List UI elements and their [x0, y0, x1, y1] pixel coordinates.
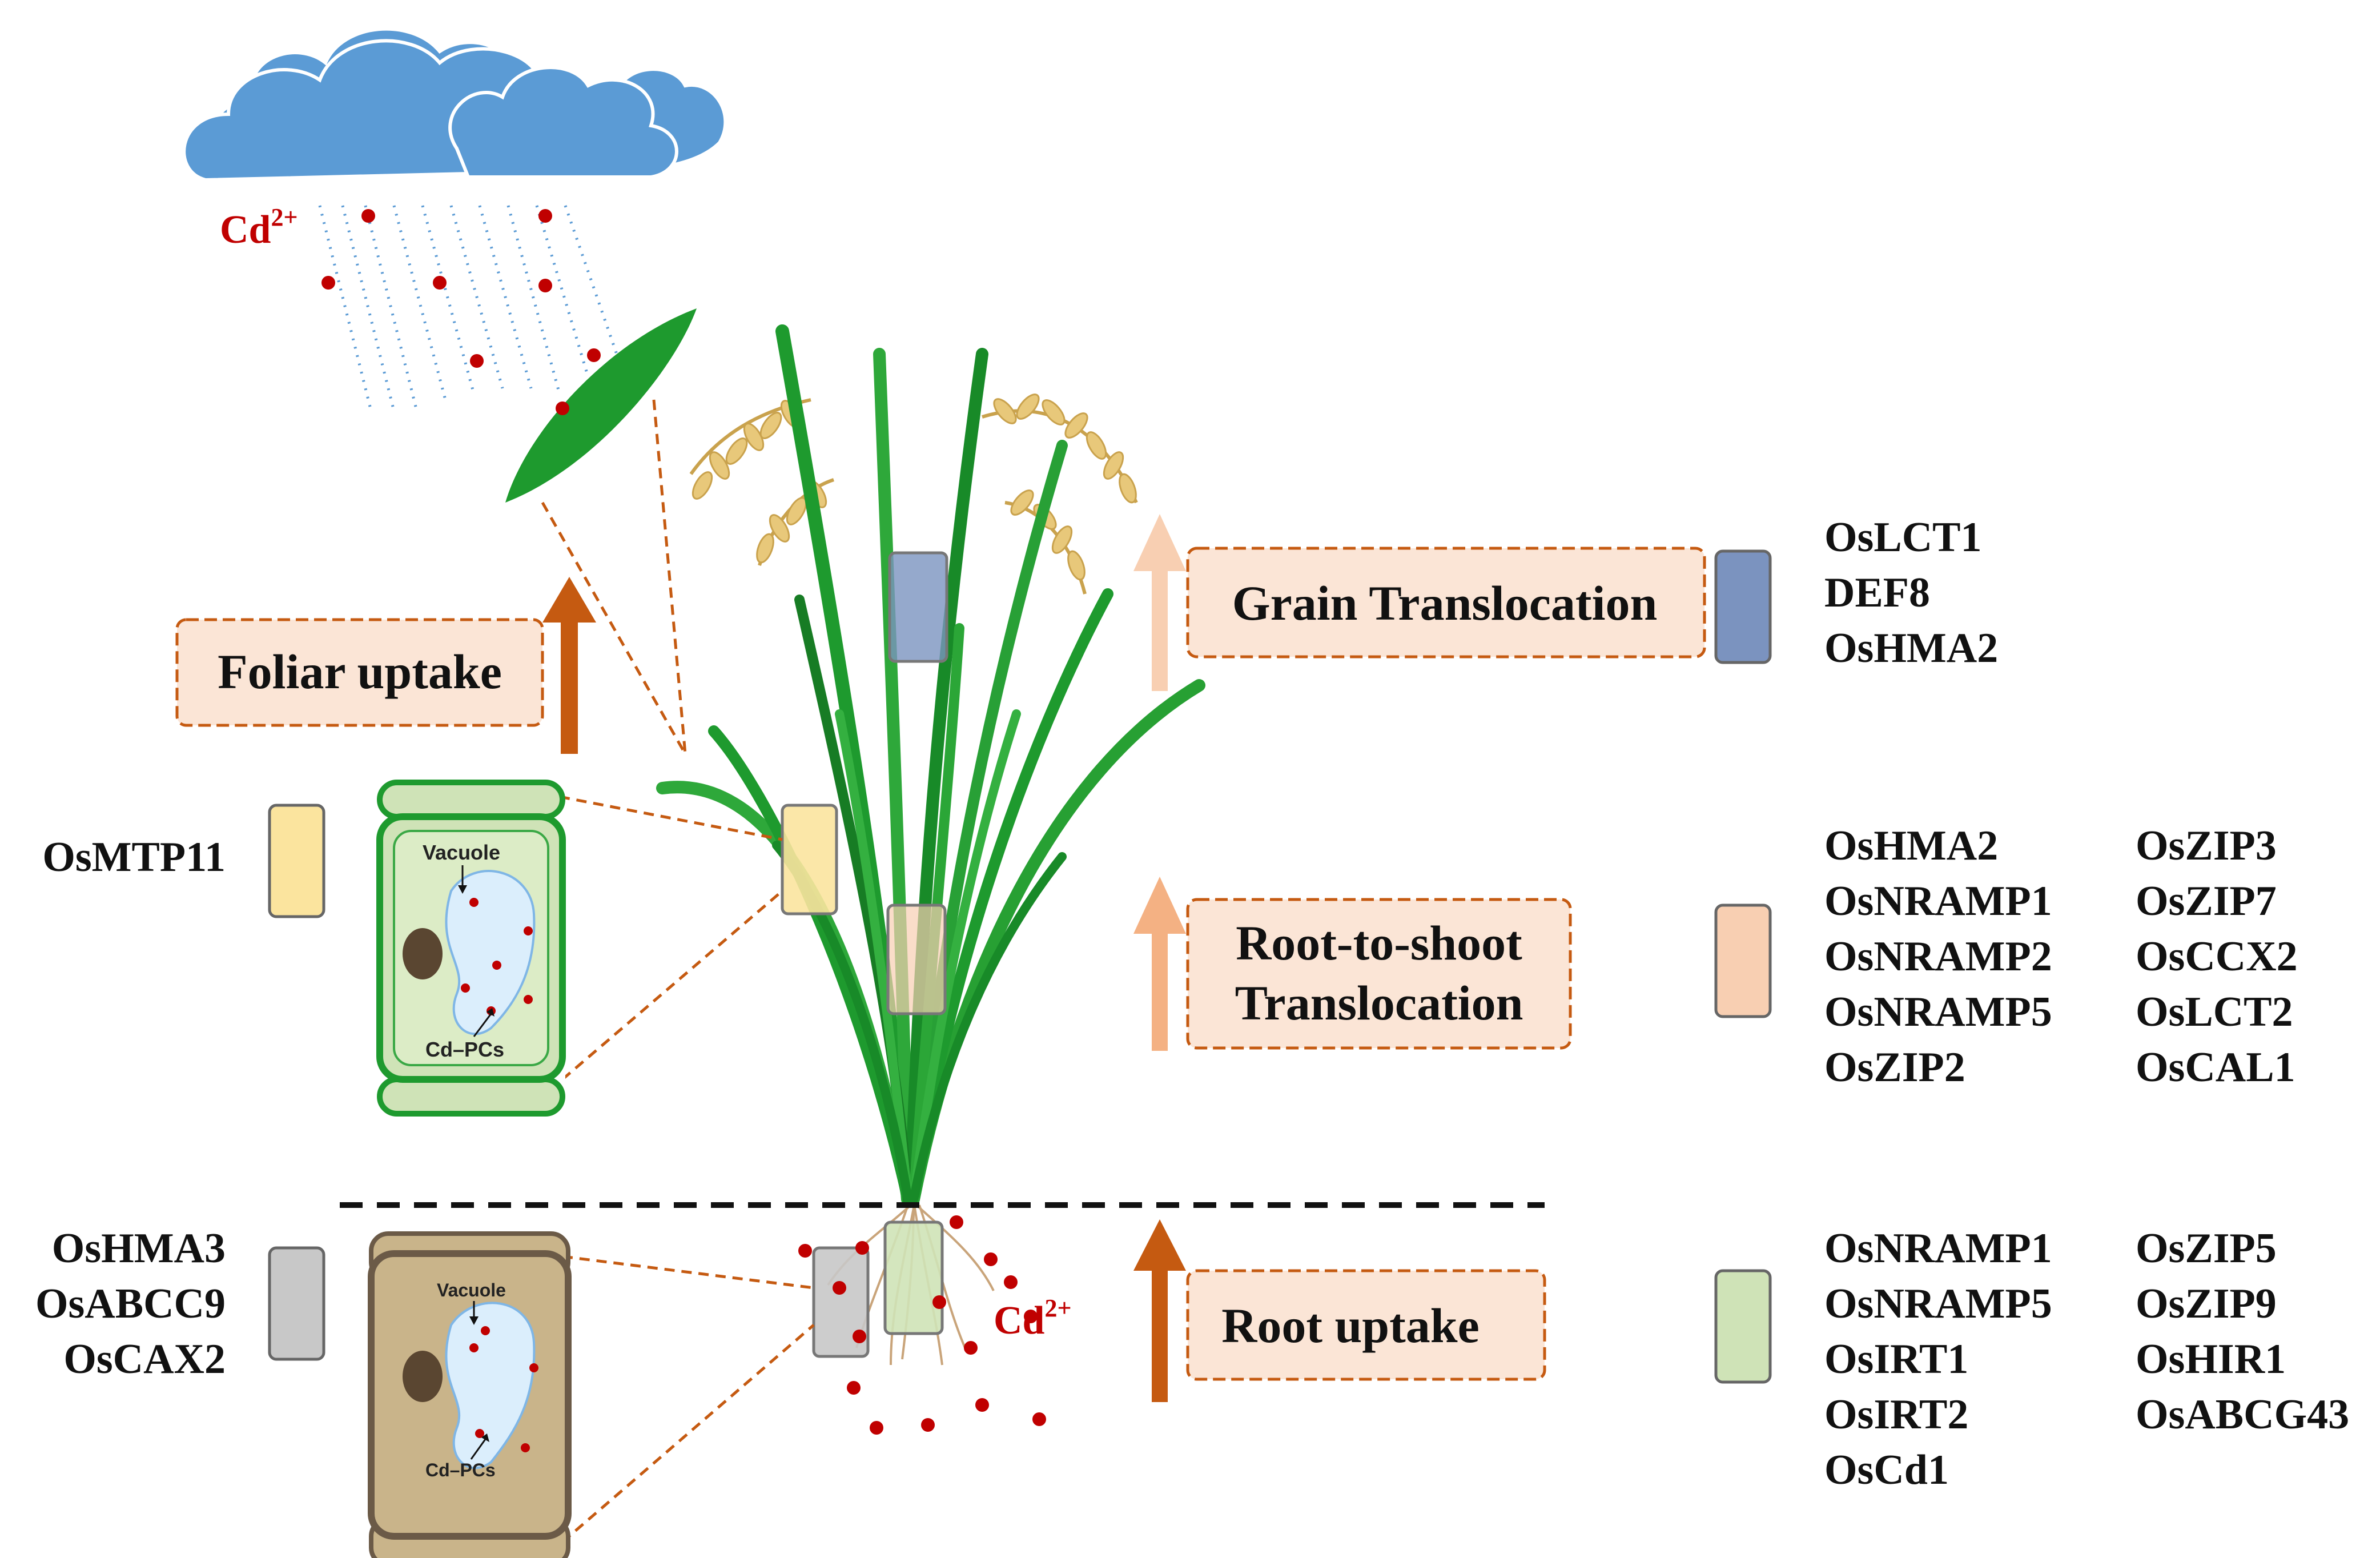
root-to-shoot-label-line2: Translocation: [1235, 975, 1523, 1030]
gene-name: OsHMA2: [1824, 822, 1998, 869]
gene-name: OsZIP5: [2136, 1225, 2277, 1272]
root-vacuole-gene-list: OsHMA3 OsABCC9 OsCAX2: [35, 1225, 226, 1383]
gene-name: OsABCC9: [35, 1280, 226, 1327]
gene-name: OsABCG43: [2136, 1391, 2349, 1438]
gene-name: OsNRAMP1: [1824, 1225, 2052, 1272]
rain-cloud: [182, 27, 727, 182]
shoot-gene-swatch: [1714, 904, 1772, 1018]
root-gene-list-col1: OsNRAMP1 OsNRAMP5 OsIRT1 OsIRT2 OsCd1: [1824, 1225, 2052, 1493]
gene-name: OsNRAMP1: [1824, 878, 2052, 925]
shoot-gene-list-col2: OsZIP3 OsZIP7 OsCCX2 OsLCT2 OsCAL1: [2136, 822, 2298, 1091]
gene-name: OsIRT1: [1824, 1336, 1968, 1383]
foliar-uptake-label: Foliar uptake: [218, 644, 502, 699]
root-transporter-marker: [883, 1220, 944, 1335]
gene-name: DEF8: [1824, 569, 1930, 616]
root-gene-list-col2: OsZIP5 OsZIP9 OsHIR1 OsABCG43: [2136, 1225, 2349, 1438]
root-vacuole-gene-swatch: [268, 1246, 325, 1361]
cd-ion-label-soil: Cd2+: [994, 1294, 1072, 1343]
grain-gene-list: OsLCT1 DEF8 OsHMA2: [1824, 514, 1998, 672]
root-to-shoot-arrow: [1133, 877, 1186, 1051]
gene-name: OsHMA3: [52, 1225, 226, 1272]
gene-name: OsIRT2: [1824, 1391, 1968, 1438]
leaf-vacuole-gene-list: OsMTP11: [42, 834, 226, 881]
gene-name: OsZIP2: [1824, 1044, 1965, 1091]
gene-name: OsHIR1: [2136, 1336, 2286, 1383]
root-vacuole: [445, 1302, 536, 1469]
gene-name: OsZIP3: [2136, 822, 2277, 869]
gene-name: OsNRAMP5: [1824, 989, 2052, 1035]
grain-transporter-marker: [888, 551, 948, 663]
gene-name: OsNRAMP5: [1824, 1280, 2052, 1327]
grain-translocation-label: Grain Translocation: [1232, 576, 1658, 631]
cd-ion-label-rain: Cd2+: [220, 203, 298, 252]
gene-name: OsLCT1: [1824, 514, 1982, 561]
grain-gene-swatch: [1714, 549, 1772, 664]
root-cell-nucleus: [403, 1351, 443, 1402]
rice-leaves: [656, 324, 1205, 1206]
root-uptake-box: Root uptake: [1186, 1269, 1546, 1381]
root-cell: Vacuole Cd–PCs: [368, 1231, 572, 1558]
root-complex-label: Cd–PCs: [425, 1460, 496, 1480]
root-to-shoot-box: Root-to-shoot Translocation: [1186, 898, 1572, 1050]
gene-name: OsMTP11: [42, 834, 226, 881]
cd-ions-in-soil: [798, 1215, 1046, 1435]
leaf-vacuole-gene-swatch: [268, 804, 325, 918]
rice-panicle-right: [982, 393, 1138, 595]
leaf-vacuole-transporter-marker: [781, 804, 838, 915]
grain-translocation-arrow: [1133, 514, 1186, 691]
gene-name: OsZIP7: [2136, 878, 2277, 925]
leaf-section: [505, 308, 697, 503]
root-gene-swatch: [1714, 1269, 1772, 1384]
foliar-uptake-arrow: [542, 577, 596, 754]
shoot-gene-list-col1: OsHMA2 OsNRAMP1 OsNRAMP2 OsNRAMP5 OsZIP2: [1824, 822, 2052, 1091]
gene-name: OsCAL1: [2136, 1044, 2295, 1091]
rice-plant: [656, 324, 1205, 1366]
gene-name: OsCAX2: [63, 1336, 226, 1383]
root-uptake-arrow: [1133, 1219, 1186, 1402]
leaf-vacuole-label: Vacuole: [423, 841, 500, 864]
cd-ions-in-rain: [321, 209, 601, 368]
root-vacuole-label: Vacuole: [437, 1280, 506, 1300]
leaf-complex-label: Cd–PCs: [425, 1038, 504, 1061]
gene-name: OsNRAMP2: [1824, 933, 2052, 980]
gene-name: OsZIP9: [2136, 1280, 2277, 1327]
foliar-uptake-box: Foliar uptake: [175, 618, 544, 727]
gene-name: OsLCT2: [2136, 989, 2293, 1035]
shoot-transporter-marker: [886, 904, 947, 1015]
connector-lines: [541, 399, 815, 1543]
leaf-vacuole: [445, 870, 536, 1035]
leaf-cell: Vacuole Cd–PCs: [376, 780, 566, 1117]
gene-name: OsHMA2: [1824, 625, 1998, 672]
rain-streaks: [318, 205, 618, 412]
gene-name: OsCd1: [1824, 1447, 1949, 1493]
root-to-shoot-label-line1: Root-to-shoot: [1236, 915, 1522, 970]
leaf-cell-nucleus: [403, 928, 443, 979]
root-vacuole-transporter-marker: [812, 1246, 870, 1358]
gene-name: OsCCX2: [2136, 933, 2298, 980]
root-uptake-label: Root uptake: [1221, 1298, 1480, 1353]
grain-translocation-box: Grain Translocation: [1186, 547, 1706, 658]
